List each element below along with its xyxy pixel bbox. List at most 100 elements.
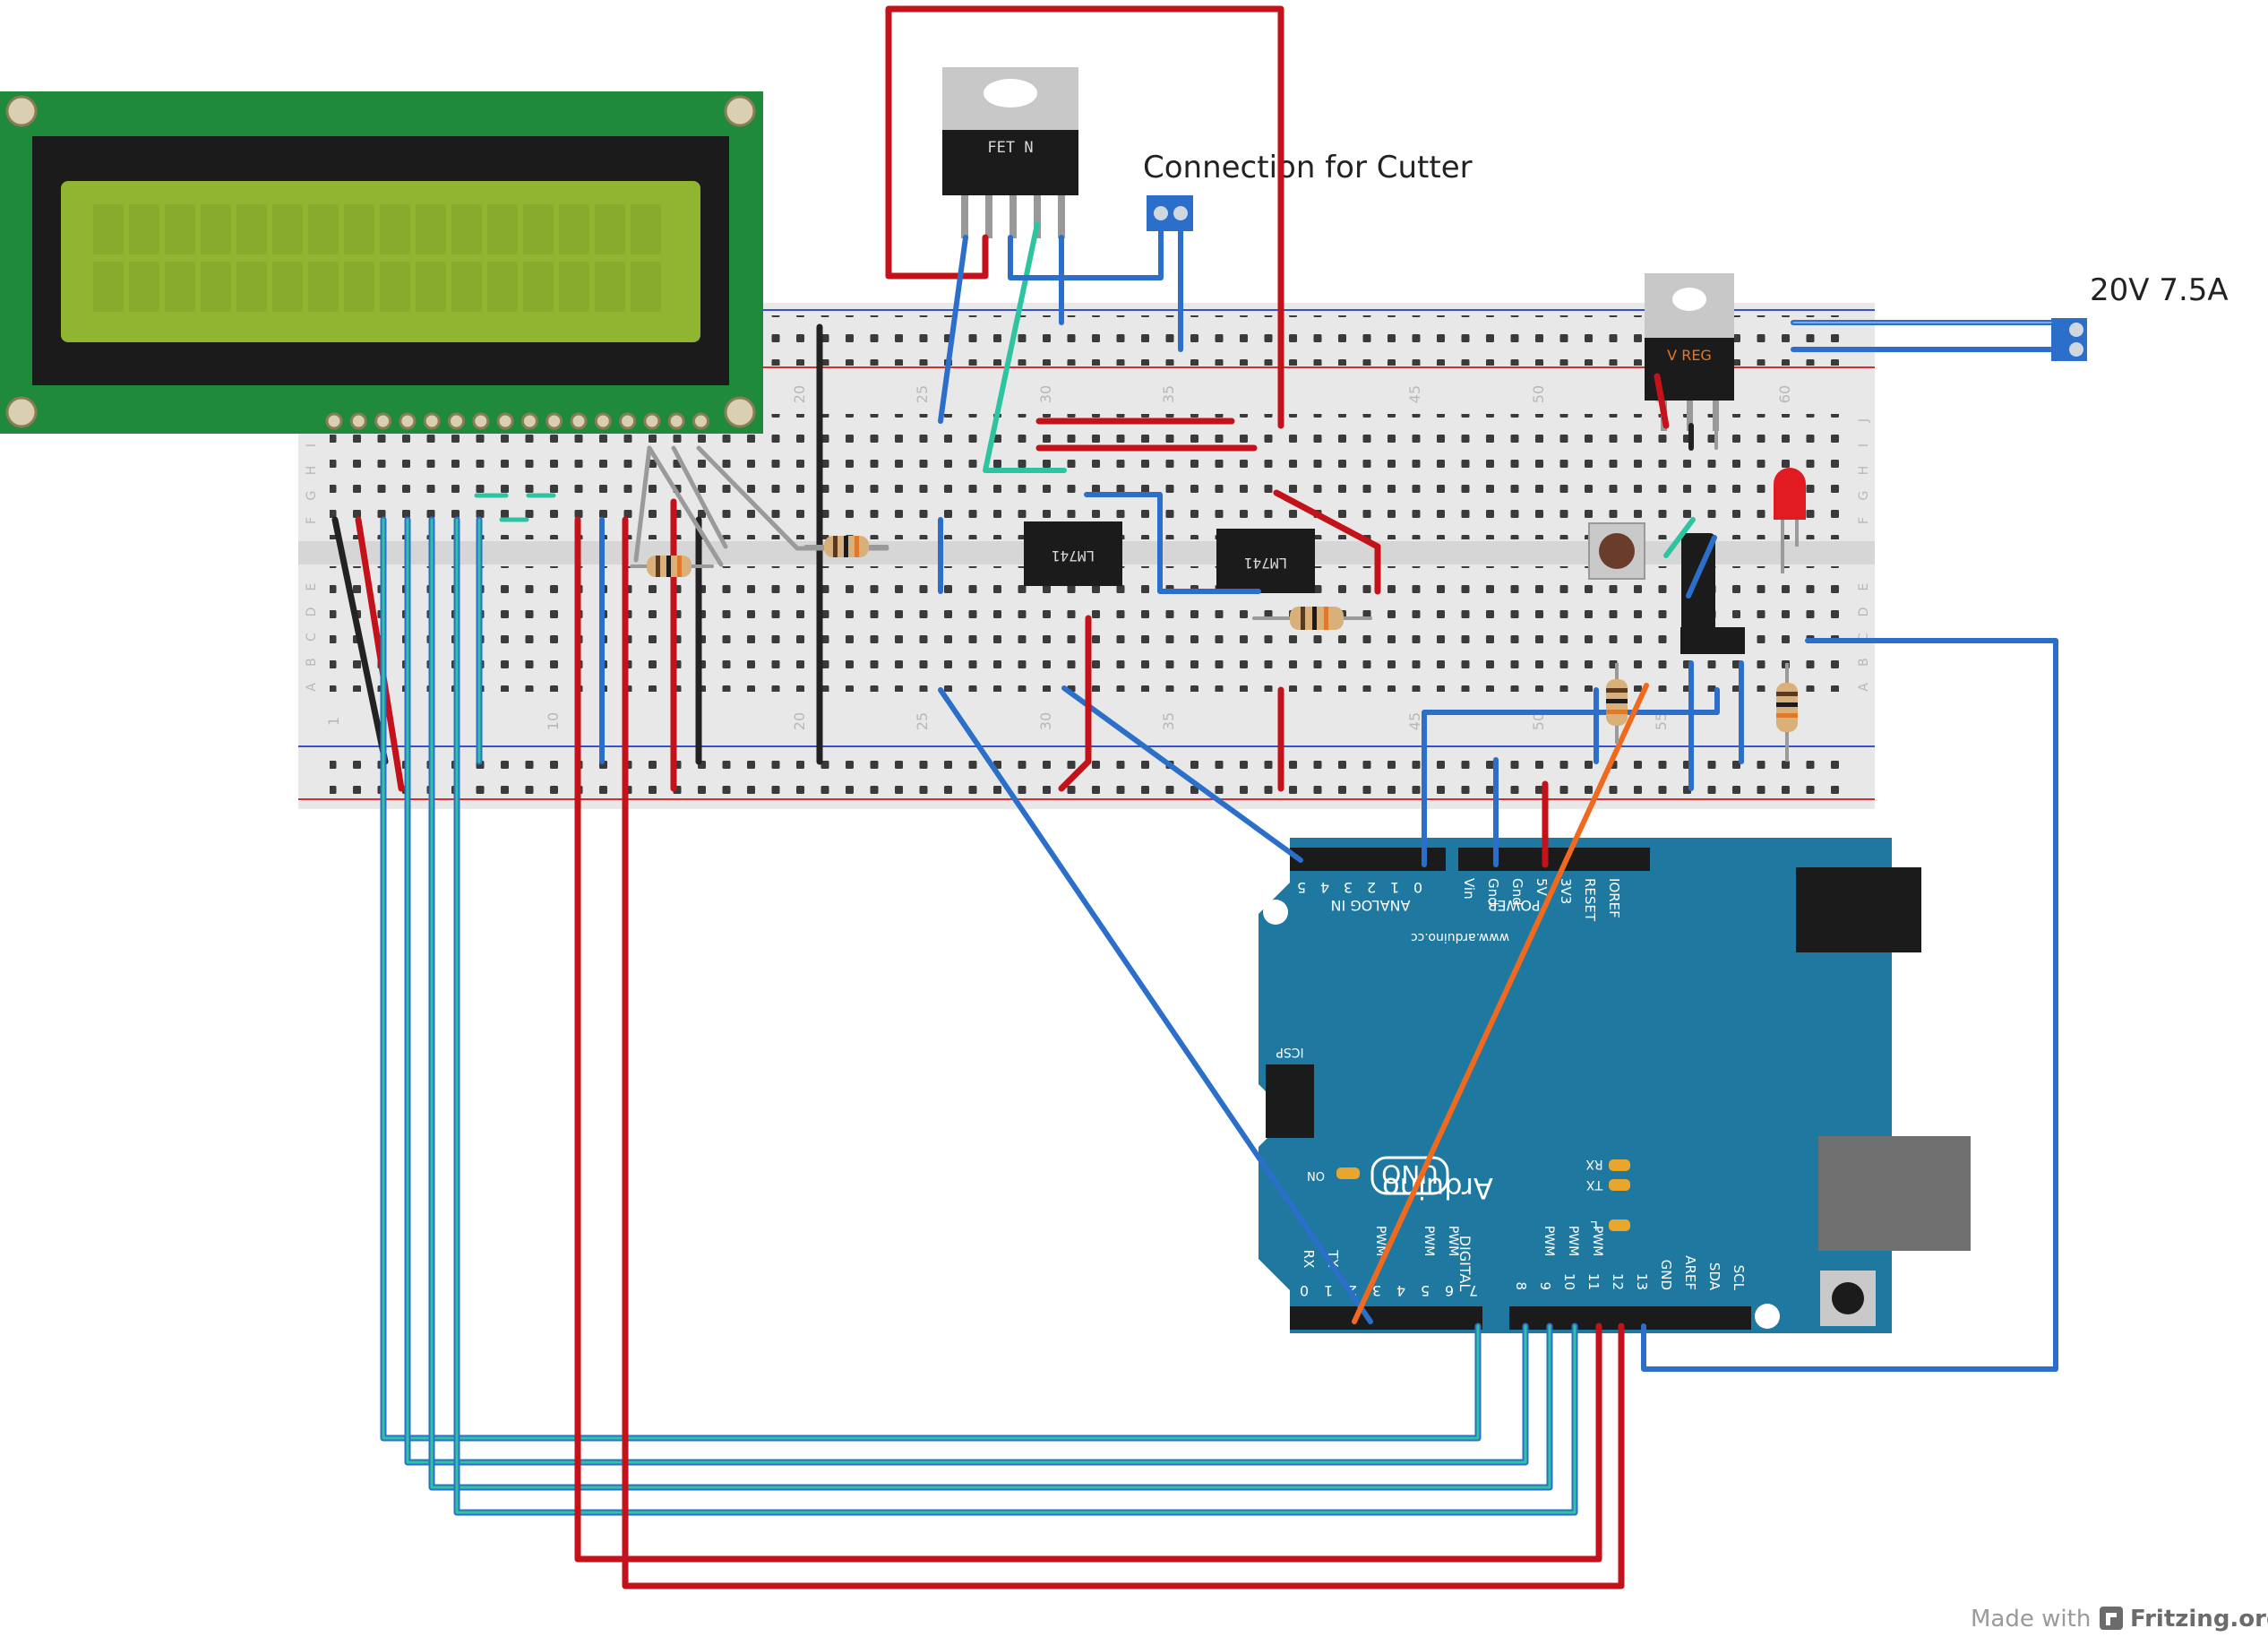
arduino-icsp-label: ICSP xyxy=(1276,1045,1303,1059)
lcd-character-cell xyxy=(559,204,589,254)
arduino-power-pin-label: RESET xyxy=(1582,878,1598,922)
lcd-character-cell xyxy=(416,204,446,254)
fritzing-brand: Fritzing.org xyxy=(2130,1606,2268,1633)
breadboard-row-letter: H xyxy=(1857,466,1871,476)
arduino-tx-led: TX xyxy=(1586,1177,1604,1192)
breadboard-column-number: 25 xyxy=(914,712,931,730)
breadboard-row-letter: H xyxy=(305,466,319,476)
lcd-pin xyxy=(667,412,685,430)
breadboard-row-letter: C xyxy=(1857,633,1871,642)
breadboard-row-letter: G xyxy=(1857,491,1871,501)
lcd-character-cell xyxy=(344,204,374,254)
resistor-3 xyxy=(1290,607,1344,630)
lcd-pin xyxy=(643,412,661,430)
breadboard-column-number: 35 xyxy=(1160,712,1177,730)
arduino-pin-rx-label: RX xyxy=(1301,1250,1317,1269)
lcd-character-cell xyxy=(236,262,267,312)
lcd-character-cell xyxy=(272,262,303,312)
lcd-character-cell xyxy=(631,204,661,254)
lcd-pin xyxy=(349,412,367,430)
lcd-character-cell xyxy=(487,204,518,254)
lcd-pin xyxy=(496,412,514,430)
breadboard-column-number: 50 xyxy=(1530,385,1547,403)
arduino-analog-pin-label: 1 xyxy=(1390,879,1399,896)
arduino-pwm-label: PWM xyxy=(1373,1226,1387,1256)
led-red xyxy=(1774,468,1806,573)
arduino-uno: Arduino UNO www.arduino.cc ICSP ON RX TX… xyxy=(1259,838,1971,1333)
breadboard-row-letter: A xyxy=(305,683,319,692)
arduino-digital-pin-label: 13 xyxy=(1634,1273,1650,1290)
lcd-character-cell xyxy=(344,262,374,312)
arduino-digital-label: DIGITAL xyxy=(1456,1236,1473,1292)
lcd-character-cell xyxy=(308,262,339,312)
push-button[interactable] xyxy=(1588,522,1645,580)
lcd-character-cell xyxy=(380,204,410,254)
breadboard-column-number: 45 xyxy=(1406,385,1423,403)
resistor-1 xyxy=(647,556,692,577)
arduino-analog-pin-label: 5 xyxy=(1297,879,1306,896)
arduino-digital-pin-label: 0 xyxy=(1300,1282,1309,1299)
fritzing-footer: Made with Fritzing.org xyxy=(1971,1606,2268,1633)
arduino-digital-pin-label: 1 xyxy=(1324,1282,1333,1299)
lcd-character-cell xyxy=(595,204,625,254)
arduino-digital-pin-label: 8 xyxy=(1513,1281,1529,1290)
opamp-2-label: LM741 xyxy=(1244,555,1287,572)
made-with-label: Made with xyxy=(1971,1606,2091,1633)
opamp-1-label: LM741 xyxy=(1052,547,1095,564)
power-label: 20V 7.5A xyxy=(2090,272,2229,308)
lcd-pin xyxy=(399,412,417,430)
cutter-terminal xyxy=(1147,195,1193,231)
breadboard-row-letter: B xyxy=(305,658,319,667)
lcd-character-cell xyxy=(201,204,231,254)
breadboard-column-number: 45 xyxy=(1406,712,1423,730)
lcd-pin xyxy=(325,412,343,430)
arduino-digital-pin-label: 3 xyxy=(1372,1282,1381,1299)
lcd-character-cell xyxy=(416,262,446,312)
lcd-character-cell xyxy=(523,262,554,312)
arduino-digital-pin-label: 6 xyxy=(1445,1282,1454,1299)
mosfet: FET N xyxy=(942,67,1078,238)
arduino-digital-pin-label: 4 xyxy=(1396,1282,1405,1299)
lcd-character-cell xyxy=(631,262,661,312)
breadboard-column-number: 30 xyxy=(1037,712,1054,730)
arduino-on-label: ON xyxy=(1307,1168,1325,1182)
arduino-digital-pin-label: 5 xyxy=(1421,1282,1430,1299)
resistor-2 xyxy=(824,536,869,557)
lcd-character-cell xyxy=(559,262,589,312)
breadboard-row-letter: G xyxy=(305,491,319,501)
lcd-pin xyxy=(374,412,392,430)
breadboard-column-number: 55 xyxy=(1653,712,1670,730)
breadboard-row-letter: E xyxy=(305,583,319,591)
arduino-analog-pin-label: 2 xyxy=(1367,879,1376,896)
lcd-character-cell xyxy=(129,204,159,254)
arduino-digital-pin-label: 12 xyxy=(1610,1273,1626,1290)
arduino-digital-pin-label: SDA xyxy=(1706,1262,1722,1291)
arduino-power-pin-label: Gnd xyxy=(1485,878,1501,906)
lcd-character-cell xyxy=(236,204,267,254)
lcd-character-cell xyxy=(272,204,303,254)
arduino-rx-led: RX xyxy=(1585,1157,1603,1171)
lcd-character-cell xyxy=(165,262,195,312)
breadboard-column-number: 1 xyxy=(325,717,342,726)
arduino-digital-pin-label: SCL xyxy=(1731,1265,1747,1291)
lcd-pin xyxy=(520,412,538,430)
lcd-pin xyxy=(594,412,612,430)
lcd-character-cell xyxy=(308,204,339,254)
breadboard-column-number: 25 xyxy=(914,385,931,403)
arduino-pwm-label: PWM xyxy=(1566,1226,1580,1256)
breadboard-row-letter: I xyxy=(1857,444,1871,447)
arduino-pwm-label: PWM xyxy=(1590,1226,1604,1256)
arduino-analog-pin-label: 4 xyxy=(1320,879,1329,896)
breadboard-column-number: 10 xyxy=(545,712,562,730)
breadboard-column-number: 35 xyxy=(1160,385,1177,403)
lcd-pin xyxy=(570,412,588,430)
lcd-pin xyxy=(448,412,465,430)
lcd-character-cell xyxy=(523,204,554,254)
lcd-pin xyxy=(546,412,563,430)
arduino-analog-label: ANALOG IN xyxy=(1331,897,1411,914)
resistor-5 xyxy=(1776,663,1798,762)
lcd-character-cell xyxy=(93,204,124,254)
arduino-power-pin-label: Vin xyxy=(1461,878,1477,900)
arduino-model: UNO xyxy=(1381,1159,1438,1189)
